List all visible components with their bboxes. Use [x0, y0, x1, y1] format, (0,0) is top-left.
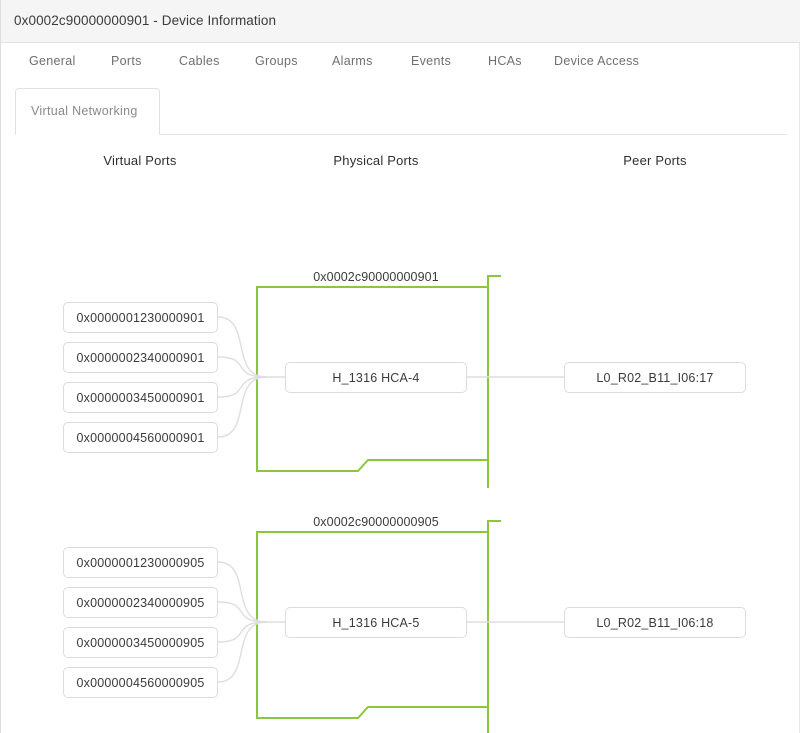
tab-virtual-networking-label: Virtual Networking: [31, 104, 138, 118]
column-header-physical-ports: Physical Ports: [333, 153, 419, 168]
tabstrip-divider: [15, 134, 787, 135]
tab-ports[interactable]: Ports: [111, 54, 142, 68]
virtual-port-link: [217, 621, 267, 643]
virtual-port-node[interactable]: 0x0000003450000905: [63, 627, 218, 658]
virtual-port-link: [217, 601, 267, 623]
virtual-port-node[interactable]: 0x0000001230000901: [63, 302, 218, 333]
tab-alarms[interactable]: Alarms: [332, 54, 373, 68]
virtual-port-link: [217, 376, 267, 398]
virtual-port-node[interactable]: 0x0000002340000901: [63, 342, 218, 373]
peer-port-node[interactable]: L0_R02_B11_I06:18: [564, 607, 746, 638]
tab-virtual-networking[interactable]: Virtual Networking: [15, 88, 160, 135]
group-title: 0x0002c90000000905: [313, 515, 439, 529]
virtual-port-node[interactable]: 0x0000003450000901: [63, 382, 218, 413]
column-header-peer-ports: Peer Ports: [623, 153, 687, 168]
tab-groups[interactable]: Groups: [255, 54, 298, 68]
page-title: 0x0002c90000000901 - Device Information: [14, 13, 277, 28]
tab-cables[interactable]: Cables: [179, 54, 220, 68]
virtual-port-node[interactable]: 0x0000004560000905: [63, 667, 218, 698]
virtual-port-node[interactable]: 0x0000004560000901: [63, 422, 218, 453]
group-rail: [487, 520, 501, 733]
physical-port-node[interactable]: H_1316 HCA-5: [285, 607, 467, 638]
column-header-virtual-ports: Virtual Ports: [103, 153, 177, 168]
virtual-port-link: [217, 561, 267, 623]
virtual-port-link: [217, 621, 267, 683]
physical-port-node[interactable]: H_1316 HCA-4: [285, 362, 467, 393]
group-title: 0x0002c90000000901: [313, 270, 439, 284]
virtual-port-node[interactable]: 0x0000001230000905: [63, 547, 218, 578]
tab-hcas[interactable]: HCAs: [488, 54, 522, 68]
window-titlebar: 0x0002c90000000901 - Device Information: [1, 0, 800, 43]
tab-general[interactable]: General: [29, 54, 76, 68]
primary-tabstrip: General Ports Cables Groups Alarms Events HCAs…: [1, 43, 800, 88]
virtual-port-link: [217, 376, 267, 438]
peer-port-node[interactable]: L0_R02_B11_I06:17: [564, 362, 746, 393]
secondary-tabstrip: Virtual Networking: [1, 88, 800, 136]
virtual-port-node[interactable]: 0x0000002340000905: [63, 587, 218, 618]
tab-device-access[interactable]: Device Access: [554, 54, 640, 68]
tab-events[interactable]: Events: [411, 54, 452, 68]
group-rail: [487, 275, 501, 488]
virtual-port-link: [217, 316, 267, 378]
virtual-port-link: [217, 356, 267, 378]
